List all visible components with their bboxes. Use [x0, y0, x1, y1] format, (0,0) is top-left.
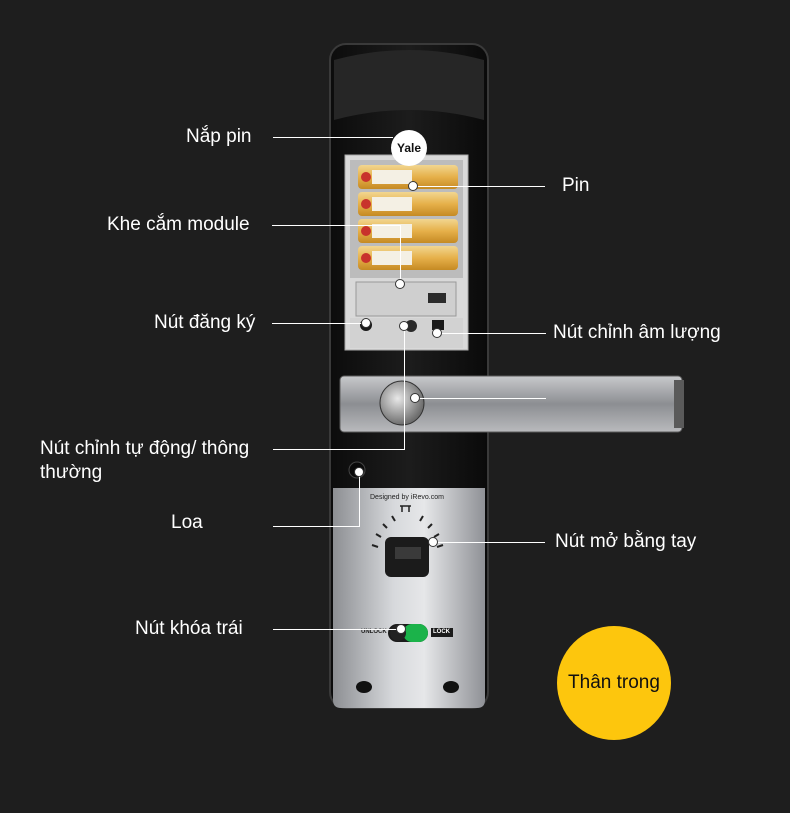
label-auto-manual-button-line2: thường [40, 462, 103, 483]
label-left-lock-button: Nút khóa trái [135, 618, 243, 639]
designed-by-text: Designed by iRevo.com [370, 494, 444, 501]
leader-speaker-vertical [359, 474, 360, 527]
label-battery: Pin [562, 175, 590, 196]
leader-speaker [273, 526, 359, 527]
label-manual-open-button: Nút mở bằng tay [555, 531, 697, 552]
leader-auto-manual-button [273, 449, 404, 450]
label-speaker: Loa [171, 512, 203, 533]
leader-battery-cover [273, 137, 393, 138]
marker-battery [408, 181, 418, 191]
brand-logo-text: Yale [396, 141, 422, 155]
label-register-button: Nút đăng ký [154, 312, 256, 333]
label-volume-button: Nút chỉnh âm lượng [553, 322, 721, 343]
label-auto-manual-button-line1: Nút chỉnh tự động/ thông [40, 438, 250, 459]
leader-auto-manual-button-vertical [404, 329, 405, 450]
marker-handle [410, 393, 420, 403]
marker-auto-manual-button [399, 321, 409, 331]
handle-knob [379, 380, 425, 426]
leader-handle [416, 398, 546, 399]
lock-text: LOCK [433, 629, 450, 635]
marker-manual-open-button [428, 537, 438, 547]
marker-speaker [354, 467, 364, 477]
unlock-text: UNLOCK [361, 629, 387, 635]
leader-volume-button [437, 333, 546, 334]
label-module-slot: Khe cắm module [107, 214, 250, 235]
leader-module-slot [272, 225, 400, 226]
leader-battery [412, 186, 545, 187]
leader-register-button [272, 323, 367, 324]
marker-volume-button [432, 328, 442, 338]
leader-left-lock-button [273, 629, 401, 630]
marker-left-lock-button [396, 624, 406, 634]
leader-module-slot-vertical [400, 225, 401, 283]
inner-body-badge: Thân trong [557, 626, 671, 740]
brand-logo: Yale [391, 130, 427, 166]
label-battery-cover: Nắp pin [186, 126, 252, 147]
leader-manual-open-button [433, 542, 545, 543]
silver-panel [333, 488, 485, 708]
marker-register-button [361, 318, 371, 328]
marker-module-slot [395, 279, 405, 289]
batteries [358, 165, 458, 270]
